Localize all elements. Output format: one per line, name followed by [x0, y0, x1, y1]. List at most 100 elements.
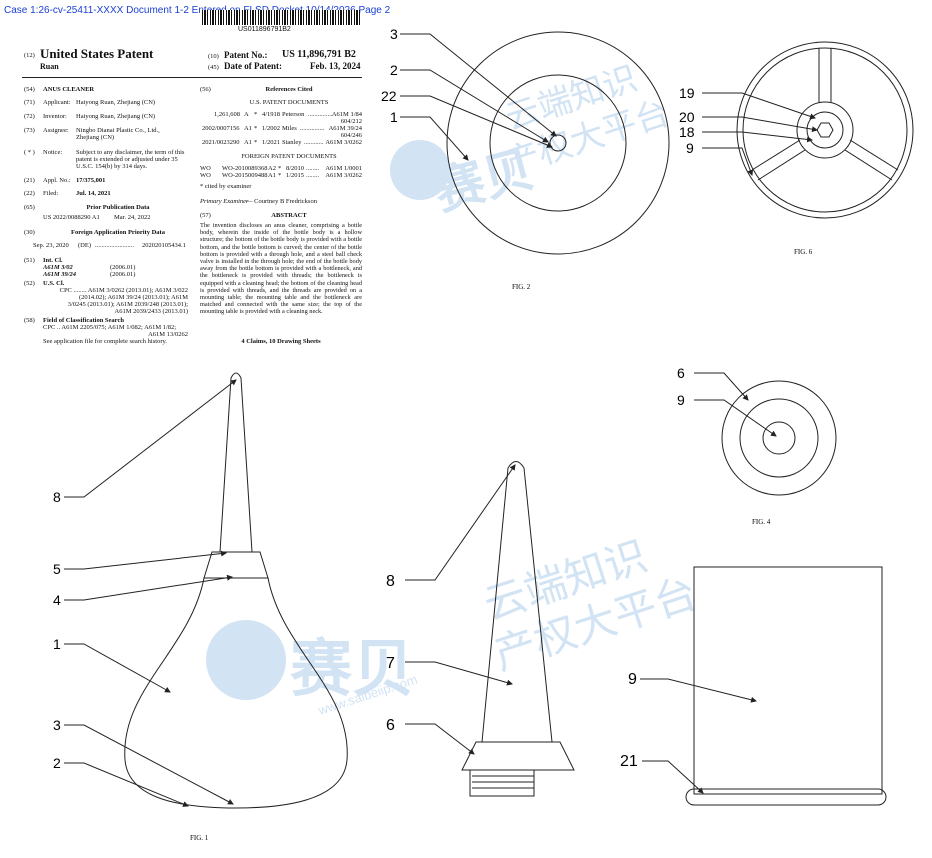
ref-number: 2002/0007156 [202, 125, 240, 132]
code-22: (22) [24, 190, 35, 197]
foreign-docs-title: FOREIGN PATENT DOCUMENTS [241, 153, 337, 160]
fig6-label-19: 19 [679, 85, 695, 101]
fig3-label-8: 8 [386, 573, 395, 590]
code-73: (73) [24, 127, 35, 134]
code-45: (45) [208, 64, 219, 71]
fig6-caption: FIG. 6 [794, 248, 813, 256]
field-line-2: A61M 13/0262 [148, 331, 188, 338]
cpc-line-3: 3/0245 (2013.01); A61M 2039/248 (2013.01… [67, 301, 188, 308]
watermark-logo-icon-top [390, 140, 450, 200]
ref-dots: ............... [300, 125, 325, 132]
code-72: (72) [24, 113, 35, 120]
ref-star: * [254, 111, 258, 118]
prior-publication-number: US 2022/0088290 A1 [43, 214, 100, 221]
ref-kind: A [244, 111, 249, 118]
fig3-drawing [405, 461, 575, 797]
fig1-caption: FIG. 1 [190, 834, 209, 842]
code-54: (54) [24, 86, 35, 93]
fig2-label-3: 3 [390, 26, 398, 42]
ref-class: A61M 1/84 [331, 111, 362, 118]
case-header: Case 1:26-cv-25411-XXXX Document 1-2 Ent… [4, 5, 391, 16]
ref-number: 2021/0023290 [202, 139, 240, 146]
ref-country: WO [200, 165, 211, 172]
code-56: (56) [200, 86, 211, 93]
barcode-number: US011896791B2 [238, 26, 291, 33]
cpc-line-2: (2014.02); A61M 39/24 (2013.01); A61M [78, 294, 188, 301]
ref-country: WO [200, 172, 211, 179]
inventor-short: Ruan [40, 62, 59, 71]
foreign-priority-dots: ........................ [95, 242, 134, 249]
fig6-drawing [702, 41, 914, 219]
foreign-refs-list: WO WO-2010089368 A2 * 8/2010 ........ A6… [200, 165, 362, 179]
code-58: (58) [24, 317, 35, 324]
patent-number-label: Patent No.: [224, 50, 268, 60]
code-21: (21) [24, 177, 35, 184]
notice-line-1: Subject to any disclaimer, the term of t… [76, 149, 185, 156]
ref-star: * [254, 125, 258, 132]
claims-summary: 4 Claims, 10 Drawing Sheets [241, 338, 321, 345]
foreign-priority-date: Sep. 23, 2020 [33, 242, 69, 249]
notice-label: Notice: [43, 149, 63, 156]
cited-by-examiner: * cited by examiner [200, 183, 252, 190]
code-12: (12) [24, 52, 35, 59]
ref-class-2: 604/246 [340, 132, 362, 139]
ref-dots: ............ [304, 139, 324, 146]
patent-number: US 11,896,791 B2 [282, 49, 356, 60]
appl-label: Appl. No.: [43, 177, 71, 184]
fig3-label-6: 6 [386, 717, 395, 734]
ref-class: A61M 3/0262 [325, 139, 362, 146]
fig1-label-4: 4 [53, 592, 61, 608]
fig6-label-9: 9 [686, 140, 694, 156]
prior-publication-title: Prior Publication Data [86, 204, 150, 211]
examiner-name: — Courtney B Fredrickson [246, 198, 317, 205]
filed-date: Jul. 14, 2021 [76, 190, 111, 197]
title-rule [22, 77, 362, 78]
ref-kind: A1 [244, 139, 252, 146]
cpc-line-1: CPC ........ A61M 3/0262 (2013.01); A61M… [59, 287, 188, 294]
references-title: References Cited [265, 86, 313, 93]
fig5-label-21: 21 [620, 753, 638, 770]
intcl-1: A61M 3/02 [43, 264, 73, 271]
fig1-label-8: 8 [53, 489, 61, 505]
us-docs-title: U.S. PATENT DOCUMENTS [249, 99, 329, 106]
code-65: (65) [24, 204, 35, 211]
us-ref-row: 1,261,608 A * 4/1918 Peterson ..........… [200, 111, 362, 125]
ref-kind: A1 [244, 125, 252, 132]
fig2-drawing [400, 31, 670, 255]
fig2-caption: FIG. 2 [512, 283, 531, 291]
inventor-label: Inventor: [43, 113, 67, 120]
foreign-ref-row: WO WO-2010089368 A2 * 8/2010 ........ A6… [200, 165, 362, 172]
code-notice: ( * ) [24, 149, 35, 156]
notice-line-3: U.S.C. 154(b) by 314 days. [76, 163, 148, 170]
ref-class: A61M 39/24 [328, 125, 362, 132]
applicant: Haiyong Ruan, Zhejiang (CN) [76, 99, 156, 106]
abstract-text: The invention discloses an anus cleaner,… [200, 222, 362, 316]
ref-number: WO-2015009488 [222, 172, 268, 179]
ref-kind: A1 [268, 172, 276, 179]
code-30: (30) [24, 229, 35, 236]
us-ref-row: 2021/0023290 A1 * 1/2021 Stanley .......… [200, 139, 362, 151]
fig4-caption: FIG. 4 [752, 518, 771, 526]
foreign-priority-country: (DE) [78, 242, 91, 249]
fig2-label-2: 2 [390, 62, 398, 78]
fig1-label-1: 1 [53, 636, 61, 652]
ref-star: * [278, 165, 282, 172]
uscl-label: U.S. Cl. [43, 280, 65, 287]
fig1-label-2: 2 [53, 755, 61, 771]
ref-kind: A2 [268, 165, 276, 172]
ref-date: 8/2010 [286, 165, 305, 172]
watermark-brand: 赛贝 [290, 635, 414, 704]
ref-name: Stanley [282, 139, 302, 146]
filed-label: Filed: [43, 190, 59, 197]
code-10: (10) [208, 53, 219, 60]
code-57: (57) [200, 212, 211, 219]
ref-date: 4/1918 [262, 111, 281, 118]
ref-name: Peterson [282, 111, 305, 118]
ref-number: WO-2010089368 [222, 165, 268, 172]
fig4-label-6: 6 [677, 365, 685, 381]
fig1-drawing [64, 372, 348, 809]
intcl-1-date: (2006.01) [110, 264, 136, 271]
cpc-line-4: A61M 2039/2433 (2013.01) [114, 308, 188, 315]
foreign-priority-number: 202020105434.1 [142, 242, 186, 249]
